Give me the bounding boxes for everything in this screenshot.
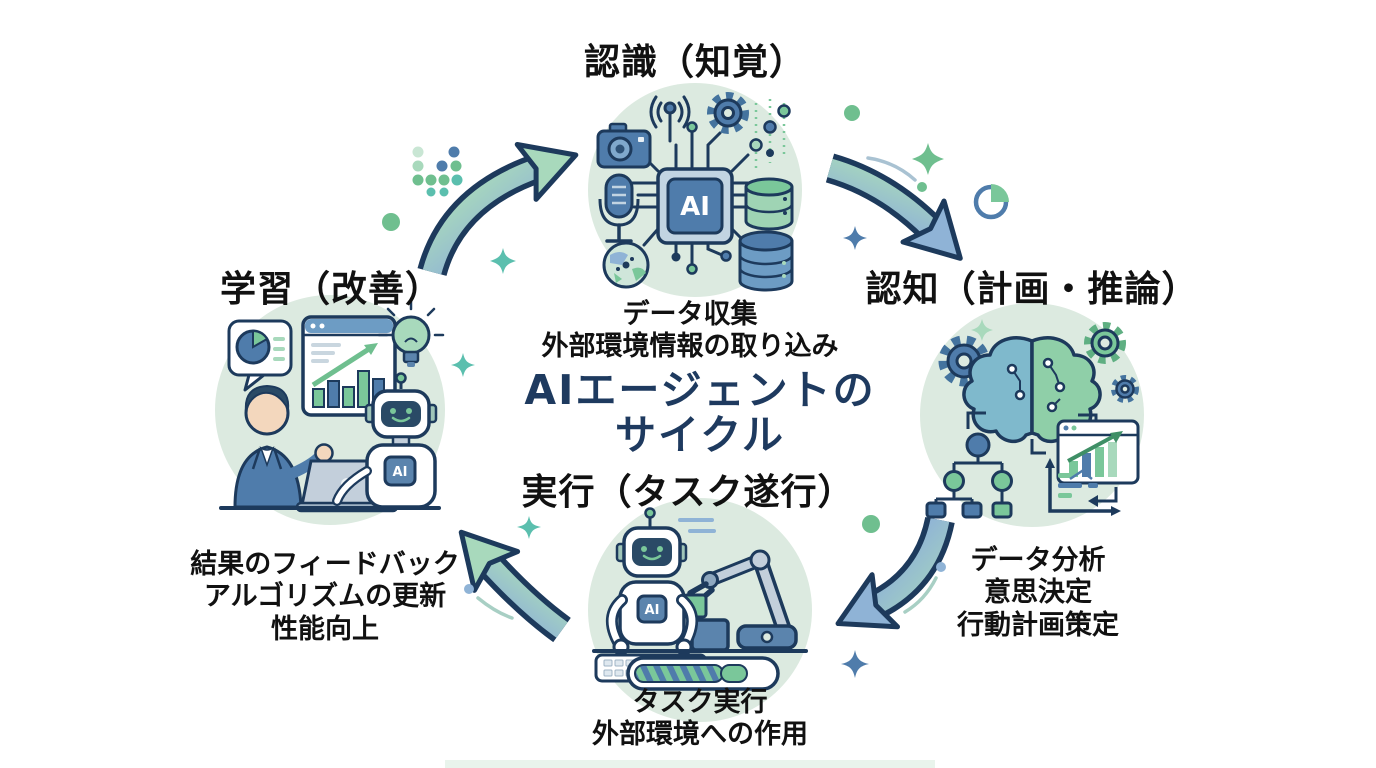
execution-illustration: AI: [588, 498, 812, 722]
cognition-desc-line1: データ分析: [970, 545, 1106, 576]
swoosh-decoration: [903, 562, 946, 614]
diagram-title: AIエージェントの サイクル: [524, 366, 876, 460]
recognition-label: 認識（知覚）: [583, 42, 807, 83]
execution-label: 実行（タスク遂行）: [521, 472, 855, 513]
gear-icon: [1111, 375, 1139, 403]
connector-line: [966, 411, 986, 429]
speech-bubble-pie-icon: [227, 319, 293, 392]
recognition-desc-line1: データ収集: [622, 299, 758, 330]
green-dot-decoration: [382, 213, 400, 231]
signal-bars-icon: [749, 99, 791, 171]
axis-chart-icon: [1045, 458, 1121, 516]
recognition-description: データ収集 外部環境情報の取り込み: [542, 299, 839, 364]
learning-illustration: AI: [215, 295, 445, 525]
green-dot-decoration: [862, 515, 880, 533]
sparkle-icon: [912, 143, 944, 175]
sparkle-icon: [971, 319, 993, 341]
sparkle-icon: [841, 650, 869, 678]
chip-label: AI: [680, 192, 710, 222]
green-dot-decoration: [844, 105, 860, 121]
cognition-illustration: [920, 303, 1144, 527]
robot-badge-label: AI: [645, 603, 660, 618]
connector-arrowhead: [1088, 495, 1098, 507]
chart-window-icon: [301, 315, 397, 417]
gear-icon: [1084, 322, 1126, 364]
database-green-icon: [744, 177, 794, 231]
globe-icon: [602, 241, 650, 289]
pie-chart-icon: [973, 184, 1009, 220]
swoosh-decoration: [464, 584, 514, 620]
learning-description: 結果のフィードバック アルゴリズムの更新 性能向上: [190, 549, 459, 646]
dash-decoration: [678, 518, 716, 533]
arrow-learning-to-recognition: [417, 141, 579, 277]
arrow-execution-to-learning: [458, 529, 571, 643]
sparkle-icon: [843, 226, 867, 250]
gear-icon: [707, 92, 749, 134]
swoosh-decoration: [866, 156, 927, 192]
chart-window-icon: [1056, 419, 1140, 485]
sparkle-icon: [490, 248, 516, 274]
arrow-cognition-to-execution: [835, 516, 955, 630]
recognition-desc-line2: 外部環境情報の取り込み: [541, 331, 839, 363]
antenna-icon: [649, 95, 691, 143]
execution-desc-line2: 外部環境への作用: [592, 719, 808, 751]
dot-grid-decoration: [412, 146, 463, 197]
execution-description: タスク実行 外部環境への作用: [592, 687, 808, 752]
progress-bar-icon: [626, 656, 780, 691]
microphone-icon: [598, 173, 640, 243]
robot-icon: AI: [606, 507, 698, 656]
cognition-label: 認知（計画・推論）: [865, 269, 1199, 310]
connector-arrow: [1096, 487, 1118, 503]
arrow-recognition-to-cognition: [825, 153, 963, 261]
learning-desc-line2: アルゴリズムの更新: [203, 581, 447, 613]
diagram-title-line1: AIエージェントの: [524, 366, 876, 414]
connector-line: [1030, 439, 1046, 455]
robot-badge-label: AI: [393, 465, 408, 480]
cognition-description: データ分析 意思決定 行動計画策定: [957, 545, 1119, 642]
learning-label: 学習（改善）: [219, 269, 443, 310]
database-blue-icon: [738, 230, 794, 292]
bottom-strip-decoration: [445, 760, 935, 768]
sparkle-icon: [451, 353, 475, 377]
lightbulb-icon: [377, 299, 445, 367]
cognition-desc-line3: 行動計画策定: [957, 609, 1119, 641]
robot-icon: AI: [332, 372, 438, 509]
execution-desc-line1: タスク実行: [632, 687, 768, 718]
diagram-title-line2: サイクル: [615, 411, 785, 460]
cognition-desc-line2: 意思決定: [984, 577, 1092, 609]
sparkle-icon: [517, 516, 541, 539]
recognition-illustration: AI: [588, 83, 802, 297]
learning-desc-line1: 結果のフィードバック: [190, 549, 460, 580]
decision-tree-icon: [925, 432, 1013, 519]
learning-desc-line3: 性能向上: [271, 613, 379, 645]
camera-icon: [596, 122, 652, 169]
